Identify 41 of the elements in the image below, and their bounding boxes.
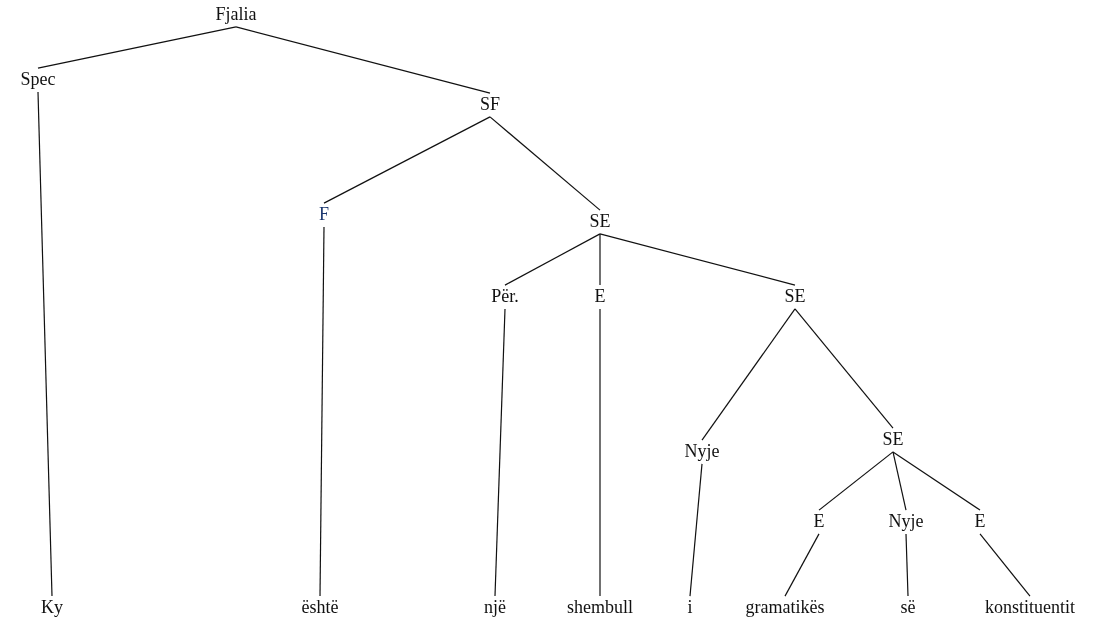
tree-branch [599,233,796,286]
constituent-label: F [317,204,331,226]
word-label: shembull [565,597,635,619]
tree-branch [319,226,325,597]
tree-branch [905,533,909,597]
constituent-label: E [811,511,827,533]
tree-branch [599,308,601,597]
tree-branch [892,451,907,511]
tree-branch [323,116,491,204]
constituent-label: Spec [18,69,58,91]
tree-branch [37,91,53,597]
word-label: konstituentit [983,597,1077,619]
tree-branch [235,26,491,94]
tree-branch [701,308,796,441]
tree-branch [784,533,820,597]
word-label: i [685,597,695,619]
tree-branch [979,533,1031,597]
constituent-label: E [592,286,608,308]
tree-branch [494,308,506,597]
tree-branch [689,463,703,597]
tree-branch [504,233,601,286]
tree-branch [489,116,601,211]
constituent-label: Për. [489,286,521,308]
tree-branch [818,451,894,511]
constituent-label: Fjalia [213,4,259,26]
word-label: së [898,597,918,619]
tree-branch [37,26,237,69]
constituent-label: SF [478,94,502,116]
tree-branch [892,451,981,511]
word-label: një [482,597,508,619]
constituent-label: SE [587,211,613,233]
constituent-label: E [972,511,988,533]
constituent-label: SE [782,286,808,308]
constituent-label: Nyje [682,441,722,463]
word-label: është [299,597,341,619]
word-label: gramatikës [743,597,827,619]
tree-branch [794,308,894,429]
constituent-label: SE [880,429,906,451]
constituent-label: Nyje [886,511,926,533]
tree-branch [599,233,601,286]
word-label: Ky [39,597,65,619]
